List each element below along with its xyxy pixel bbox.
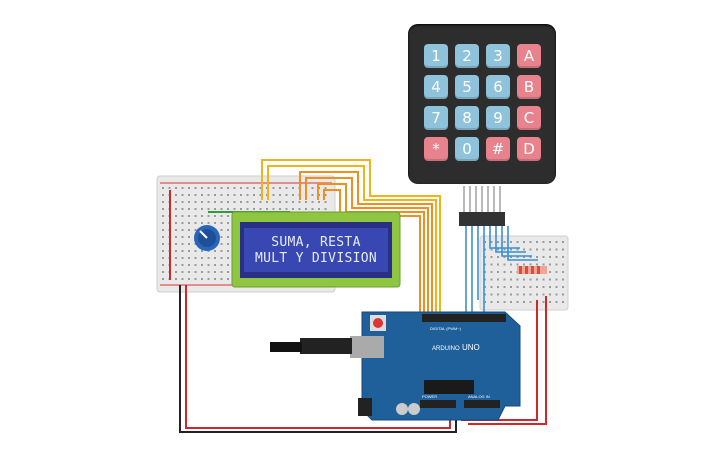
keypad-key[interactable]: 6 — [486, 75, 510, 99]
power-header-label: POWER — [422, 394, 437, 399]
keypad-key[interactable]: * — [424, 137, 448, 161]
lcd-module[interactable] — [231, 211, 401, 288]
arduino-model-label: UNO — [462, 343, 480, 352]
keypad-key[interactable]: 5 — [455, 75, 479, 99]
keypad-key[interactable]: 8 — [455, 106, 479, 130]
keypad-key[interactable]: C — [517, 106, 541, 130]
right-breadboard[interactable] — [479, 235, 569, 311]
keypad-key[interactable]: A — [517, 44, 541, 68]
lcd-line-1: SUMA, RESTA — [271, 235, 361, 250]
usb-cable[interactable] — [270, 336, 384, 358]
lcd-line-2: MULT Y DIVISION — [255, 251, 377, 266]
keypad-key[interactable]: 9 — [486, 106, 510, 130]
digital-header-label: DIGITAL (PWM~) — [430, 326, 462, 331]
keypad-key[interactable]: D — [517, 137, 541, 161]
lcd-data-wires[interactable] — [261, 159, 441, 318]
keypad-key[interactable]: 0 — [455, 137, 479, 161]
keypad-key[interactable]: 7 — [424, 106, 448, 130]
keypad-key[interactable]: 1 — [424, 44, 448, 68]
potentiometer[interactable] — [194, 225, 220, 251]
keypad-key[interactable]: 2 — [455, 44, 479, 68]
keypad-header — [459, 186, 505, 226]
keypad-key[interactable]: B — [517, 75, 541, 99]
keypad-key[interactable]: 3 — [486, 44, 510, 68]
keypad-wires[interactable] — [465, 226, 538, 318]
arduino-brand-label: ARDUINO — [432, 346, 460, 352]
arduino-uno-board[interactable] — [270, 311, 521, 421]
resistor-array[interactable] — [517, 266, 547, 274]
keypad-key[interactable]: 4 — [424, 75, 448, 99]
keypad-key[interactable]: # — [486, 137, 510, 161]
analog-header-label: ANALOG IN — [468, 394, 490, 399]
